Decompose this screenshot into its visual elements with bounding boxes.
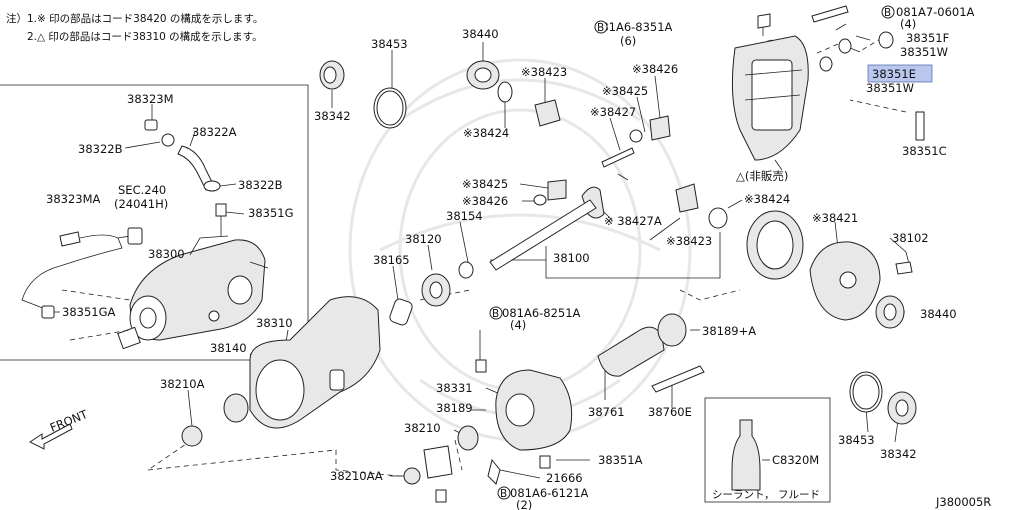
label-38210[interactable]: 38210: [404, 421, 441, 435]
b-marker-4: [497, 486, 511, 500]
b-marker-letter-3: B: [492, 308, 499, 320]
label-38322A[interactable]: 38322A: [192, 125, 237, 139]
diagram-id: J380005R: [935, 495, 991, 509]
label-38453-bottom[interactable]: 38453: [838, 433, 875, 447]
label-38425-mid[interactable]: ※38425: [462, 177, 508, 191]
breather-hose: [177, 145, 215, 191]
clamp-38322B: [161, 133, 175, 147]
inset-frame: [0, 84, 309, 361]
b-marker-3: [489, 306, 503, 320]
label-38100[interactable]: 38100: [553, 251, 590, 265]
label-38424-top[interactable]: ※38424: [463, 126, 509, 140]
pinion-shaft-38427: [601, 147, 635, 168]
label-not-for-sale: △(非販売): [736, 169, 788, 183]
label-38426-top[interactable]: ※38426: [632, 62, 678, 76]
label-38351A[interactable]: 38351A: [598, 453, 643, 467]
label-bolt-b4-qty: (2): [516, 498, 532, 510]
label-bolt-b2-qty: (4): [900, 17, 916, 31]
label-38210A[interactable]: 38210A: [160, 377, 205, 391]
label-38331[interactable]: 38331: [436, 381, 473, 395]
label-38351G[interactable]: 38351G: [248, 206, 294, 220]
label-38761[interactable]: 38761: [588, 405, 625, 419]
label-bolt-b4-code[interactable]: 081A6-6121A: [510, 486, 589, 500]
part-shapes: [181, 5, 925, 503]
label-38322B-right[interactable]: 38322B: [238, 178, 283, 192]
b-marker-letter-1: B: [597, 22, 604, 34]
label-38300[interactable]: 38300: [148, 247, 185, 261]
sealant-frame: [704, 397, 831, 503]
label-38440-top[interactable]: 38440: [462, 27, 499, 41]
label-38342-bottom[interactable]: 38342: [880, 447, 917, 461]
sealant-code: C8320M: [772, 453, 819, 467]
label-38423-top[interactable]: ※38423: [521, 65, 567, 79]
b-marker-2: [881, 5, 895, 19]
sec-ref-line1: SEC.240: [118, 183, 166, 197]
pinion-38425: [649, 115, 671, 141]
inset-assembly: [21, 104, 269, 350]
label-38421[interactable]: ※38421: [812, 211, 858, 225]
note-line-2: 2.△ 印の部品はコード38310 の構成を示します。: [27, 30, 263, 43]
grommet-38351GA: [41, 305, 55, 319]
label-38425-top[interactable]: ※38425: [602, 84, 648, 98]
note-line-1: 注）1.※ 印の部品はコード38420 の構成を示します。: [6, 12, 263, 25]
label-38351F[interactable]: 38351F: [906, 31, 949, 45]
front-arrow-icon: [29, 423, 73, 450]
clamp-38322B-right: [203, 180, 221, 192]
label-38210AA[interactable]: 38210AA: [330, 469, 383, 483]
label-38453-top[interactable]: 38453: [371, 37, 408, 51]
label-bolt-b1-qty: (6): [620, 34, 636, 48]
label-38424-mid[interactable]: ※38424: [744, 192, 790, 206]
label-38342-top[interactable]: 38342: [314, 109, 351, 123]
harness-clip: [59, 231, 81, 247]
connector: [127, 227, 143, 245]
axle-shaft-38761: [597, 326, 665, 377]
label-38427A[interactable]: ※ 38427A: [604, 214, 662, 228]
label-38760E[interactable]: 38760E: [648, 405, 692, 419]
label-21666[interactable]: 21666: [546, 471, 583, 485]
label-38165[interactable]: 38165: [373, 253, 410, 267]
front-arrow: FRONT: [29, 407, 90, 450]
highlighted-part-box[interactable]: [867, 64, 933, 83]
b-marker-letter-2: B: [884, 7, 891, 19]
sealant-box: C8320M シーラント， フルード: [704, 397, 831, 503]
side-gear-38423: [534, 99, 561, 127]
sec-ref-line2: (24041H): [114, 197, 168, 211]
label-38351W-2[interactable]: 38351W: [866, 81, 914, 95]
label-38140[interactable]: 38140: [210, 341, 247, 355]
fitting-38351G: [215, 203, 227, 217]
label-38322B-left[interactable]: 38322B: [78, 142, 123, 156]
label-38351GA[interactable]: 38351GA: [62, 305, 115, 319]
label-38189[interactable]: 38189: [436, 401, 473, 415]
label-38310[interactable]: 38310: [256, 316, 293, 330]
label-38351E[interactable]: 38351E: [872, 67, 916, 81]
label-38323MA[interactable]: 38323MA: [46, 192, 101, 206]
b-marker-letter-4: B: [500, 488, 507, 500]
label-38427[interactable]: ※38427: [590, 105, 636, 119]
labels: 38323M 38322A 38322B 38322B 38323MA SEC.…: [46, 5, 991, 510]
b-marker-1: [594, 20, 608, 34]
label-38102[interactable]: 38102: [892, 231, 929, 245]
label-bolt-b1-code[interactable]: 081A6-8351A: [594, 20, 673, 34]
label-bolt-b2-code[interactable]: 081A7-0601A: [896, 5, 975, 19]
sealant-bottle-icon: [731, 419, 761, 491]
drive-shaft-38100: [489, 199, 597, 271]
label-38426-mid[interactable]: ※38426: [462, 194, 508, 208]
label-bolt-b3-code[interactable]: 081A6-8251A: [502, 306, 581, 320]
label-38351C[interactable]: 38351C: [902, 144, 947, 158]
label-38440-right[interactable]: 38440: [920, 307, 957, 321]
label-38323M[interactable]: 38323M: [127, 92, 174, 106]
label-38154[interactable]: 38154: [446, 209, 483, 223]
label-38189A[interactable]: 38189+A: [702, 324, 756, 338]
label-38120[interactable]: 38120: [405, 232, 442, 246]
label-bolt-b3-qty: (4): [510, 318, 526, 332]
label-38423-mid[interactable]: ※38423: [666, 234, 712, 248]
bolt-markers: B B B B: [489, 5, 895, 500]
bolt-38323M: [144, 119, 158, 131]
label-38351W-1[interactable]: 38351W: [900, 45, 948, 59]
sealant-caption: シーラント， フルード: [712, 489, 820, 501]
